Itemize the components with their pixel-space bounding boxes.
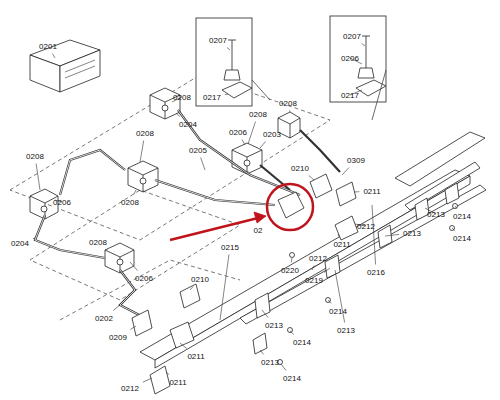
callout-number: 0207: [208, 36, 228, 45]
callout-number: 0202: [94, 314, 114, 323]
leader-line: [36, 164, 40, 191]
callout-number: 0213: [426, 210, 446, 219]
leader-line: [324, 268, 330, 273]
leader-line: [342, 168, 349, 176]
leader-line: [354, 191, 359, 192]
callout-number: 0214: [452, 212, 472, 221]
callout-number: 0214: [328, 307, 348, 316]
callout-number: 0212: [120, 384, 140, 393]
callout-number: 0214: [292, 338, 312, 347]
leader-line: [242, 140, 245, 146]
leader-line: [143, 378, 152, 382]
callout-number: 0210: [290, 164, 310, 173]
callout-number: 0206: [134, 274, 154, 283]
callout-number: 0210: [190, 275, 210, 284]
valves: [30, 88, 300, 273]
callout-number: 0204: [10, 239, 30, 248]
callout-number: 0212: [356, 222, 376, 231]
leader-line: [130, 262, 137, 271]
callout-number: 0211: [362, 187, 381, 196]
callout-number: 0211: [168, 378, 187, 387]
callout-number: 0204: [178, 120, 198, 129]
callout-number: 0215: [220, 243, 240, 252]
callout-number: 0208: [172, 93, 192, 102]
leader-line: [176, 113, 180, 117]
callout-number: 0213: [402, 229, 422, 238]
leader-line: [134, 190, 136, 195]
leader-line: [201, 158, 205, 171]
leader-line: [52, 54, 55, 59]
callout-number: 0213: [264, 321, 284, 330]
callout-number: 0208: [135, 129, 155, 138]
leader-line: [220, 255, 229, 321]
leader-line: [372, 205, 376, 265]
callout-number: 02: [253, 226, 264, 235]
leader-line: [166, 372, 169, 375]
leader-line: [385, 234, 399, 236]
leader-line: [33, 238, 35, 240]
leader-line: [455, 206, 457, 209]
callout-number: 0217: [202, 93, 222, 102]
callout-number: 0206: [52, 198, 72, 207]
callout-number: 0211: [332, 240, 351, 249]
leader-line: [452, 228, 455, 231]
leader-line: [281, 364, 286, 371]
callout-number: 0201: [38, 42, 58, 51]
callout-number: 0216: [366, 268, 386, 277]
callout-number: 0208: [278, 99, 298, 108]
highlight: [170, 184, 313, 240]
leader-line: [309, 176, 314, 181]
manifold-rails: [140, 132, 486, 394]
leader-line: [130, 326, 136, 330]
module-box: [30, 40, 100, 92]
callout-number: 0214: [452, 234, 472, 243]
leader-line: [180, 343, 187, 349]
callout-number: 0205: [188, 146, 208, 155]
screws: [278, 204, 458, 365]
leader-line: [227, 48, 230, 51]
leader-line: [291, 258, 293, 263]
callout-number: 0207: [342, 32, 362, 41]
callout-number: 0213: [260, 358, 280, 367]
orifice-holders: [132, 174, 358, 348]
clips: [253, 183, 459, 354]
callout-number: 0219: [304, 276, 324, 285]
callout-number: 0220: [280, 266, 300, 275]
leader-line: [260, 142, 266, 149]
callout-number: 0217: [340, 91, 360, 100]
callout-number: 0208: [120, 198, 140, 207]
callout-number: 0309: [346, 156, 366, 165]
callout-number: 0203: [262, 130, 282, 139]
callout-number: 0206: [228, 128, 248, 137]
leader-line: [260, 350, 264, 355]
callout-number: 0211: [186, 352, 205, 361]
leader-line: [248, 122, 256, 145]
callout-number: 0213: [336, 326, 356, 335]
callout-number: 0209: [108, 333, 128, 342]
callout-number: 0208: [248, 110, 268, 119]
callout-number: 0208: [25, 152, 45, 161]
callout-number: 0208: [88, 238, 108, 247]
leader-line: [328, 300, 331, 304]
leader-line: [113, 305, 120, 311]
leader-line: [362, 44, 365, 47]
callout-number: 0214: [282, 374, 302, 383]
callout-number: 0206: [340, 54, 360, 63]
leader-line: [290, 331, 294, 335]
leader-line: [107, 249, 109, 251]
leader-line: [225, 94, 228, 96]
callout-number: 0212: [308, 254, 328, 263]
leader-line: [289, 111, 290, 113]
igniter-insets: [196, 16, 386, 120]
leader-line: [190, 287, 193, 291]
leader-line: [262, 310, 268, 318]
leader-line: [312, 266, 314, 271]
leader-line: [140, 141, 144, 163]
leader-line: [338, 234, 339, 237]
